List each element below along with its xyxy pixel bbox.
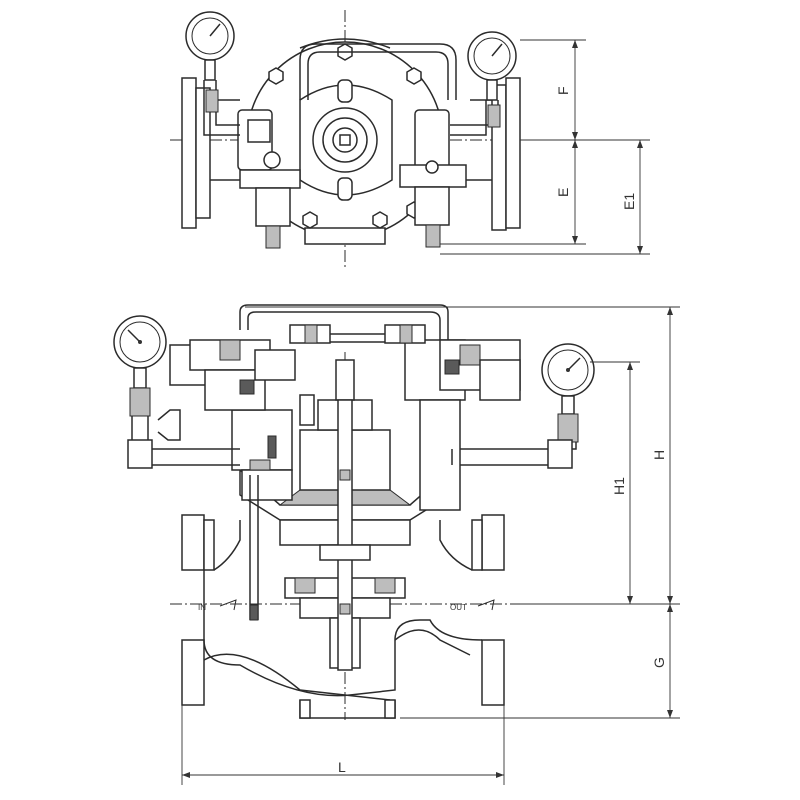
dim-label-e1: E1 (621, 193, 637, 210)
outlet-label: OUT (450, 603, 467, 612)
dim-text-h1: H1 (611, 477, 627, 495)
dim-text-f: F (555, 86, 571, 95)
dim-text-h: H (651, 450, 667, 460)
dim-text-e: E (555, 188, 571, 197)
front-view (113, 304, 680, 785)
dim-text-l: L (338, 759, 346, 775)
inlet-label: IN (198, 603, 206, 612)
dim-text-g: G (651, 657, 667, 668)
dim-label-f: F (555, 86, 571, 95)
dim-label-e: E (555, 188, 571, 197)
dim-text-e1: E1 (621, 193, 637, 210)
top-view (170, 10, 650, 268)
